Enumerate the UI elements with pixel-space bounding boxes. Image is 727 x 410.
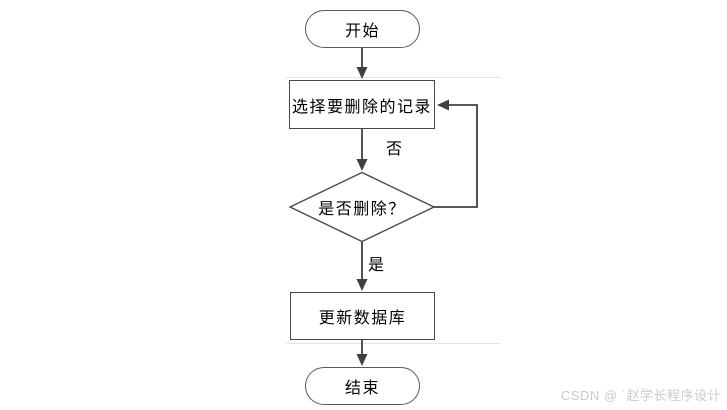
- arrowhead-down-icon: [356, 354, 368, 366]
- faint-rule-top: [286, 77, 500, 78]
- node-decision-label: 是否删除？: [318, 201, 406, 218]
- arrowhead-down-icon: [356, 67, 368, 79]
- node-decision: 是否删除？: [290, 172, 434, 242]
- node-select-record: 选择要删除的记录: [289, 80, 435, 129]
- csdn-watermark: CSDN @ ˙赵学长程序设计: [560, 388, 721, 403]
- branch-label-yes: 是: [368, 257, 385, 274]
- branch-label-no: 否: [386, 141, 403, 158]
- arrowhead-left-icon: [437, 99, 449, 111]
- faint-rule-bottom: [286, 343, 500, 344]
- node-end-label: 结束: [344, 380, 380, 397]
- node-update-database-label: 更新数据库: [318, 310, 407, 327]
- node-end: 结束: [305, 367, 420, 405]
- decision-diamond-shape: [288, 171, 436, 243]
- node-select-record-label: 选择要删除的记录: [291, 98, 432, 116]
- arrowhead-down-icon: [356, 159, 368, 171]
- node-update-database: 更新数据库: [290, 292, 435, 340]
- node-start: 开始: [305, 10, 420, 48]
- node-start-label: 开始: [344, 23, 380, 40]
- edge-decision-select-loop: [434, 104, 478, 208]
- arrowhead-down-icon: [356, 279, 368, 291]
